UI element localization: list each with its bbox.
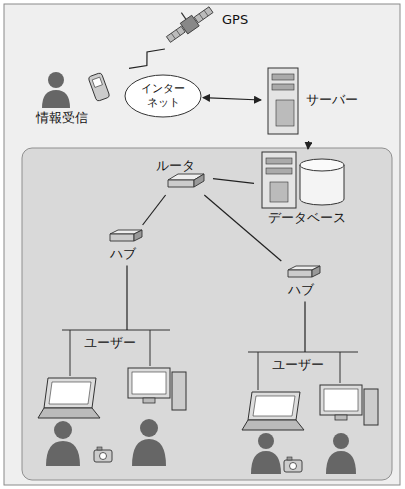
user-group: ユーザー [236, 352, 386, 478]
desktop-computer [128, 368, 186, 410]
person-icon [132, 419, 166, 466]
outer-panel [4, 4, 400, 485]
database-server [262, 152, 296, 208]
person-icon [42, 72, 70, 108]
node-label: データベース [268, 210, 346, 226]
lan-panel [22, 148, 392, 480]
node-label: サーバー [306, 92, 358, 108]
connector [126, 266, 127, 330]
node-label: 情報受信 [36, 110, 88, 126]
laptop-icon [242, 392, 304, 430]
router-node: ルータ [150, 156, 212, 194]
connector [204, 195, 281, 261]
node-label: GPS [222, 12, 248, 28]
database-node: データベース [255, 150, 355, 229]
lan-wiring [62, 330, 358, 390]
connector [203, 98, 261, 100]
gps-satellite [160, 0, 215, 45]
hub-node: ハブ [282, 262, 328, 301]
connector [143, 195, 166, 225]
router-icon [168, 174, 204, 187]
person-icon [251, 433, 281, 474]
receiver-node: 情報受信 [28, 62, 128, 130]
gps-node: GPS [160, 6, 251, 48]
person-icon [326, 433, 356, 474]
database-cylinder [300, 159, 344, 205]
camera-icon [94, 447, 112, 462]
node-label: ルータ [156, 158, 195, 174]
server-node: サーバー [262, 64, 361, 140]
node-label: ユーザー [84, 335, 136, 351]
internet-ellipse: インターネット [124, 74, 202, 118]
server-tower [268, 68, 298, 134]
laptop-icon [38, 378, 100, 418]
node-label: ユーザー [272, 357, 324, 373]
hub-icon [288, 266, 320, 277]
hub-node: ハブ [104, 226, 150, 265]
connector [129, 49, 165, 68]
camera-icon [284, 457, 302, 472]
hub-icon [110, 230, 142, 241]
user-group: ユーザー [40, 330, 190, 470]
connector [307, 141, 309, 149]
node-label: ハブ [110, 246, 136, 262]
node-label: インターネット [140, 82, 186, 110]
person-icon [46, 421, 80, 466]
mobile-phone [88, 72, 110, 101]
connector [213, 179, 254, 184]
node-label: ハブ [288, 282, 314, 298]
connector [304, 302, 305, 352]
desktop-computer [320, 385, 378, 425]
